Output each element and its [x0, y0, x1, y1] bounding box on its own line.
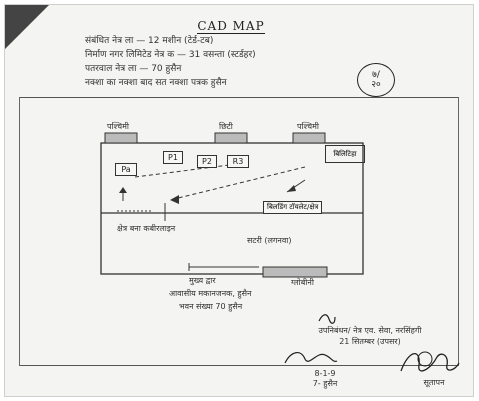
- left-area-label: क्षेत्र बना कबीरलाइन: [117, 224, 176, 233]
- arrow-head-2: [170, 195, 179, 204]
- top-block-3: [292, 132, 326, 144]
- left-signature: [284, 352, 338, 364]
- house-number-label: भवन संख्या 70 हुसैन: [179, 302, 243, 311]
- document-page: CAD MAP संबंधित नेत्र ला — 12 मशीन (टेर्…: [4, 4, 474, 397]
- office-stamp: उपनिबंधन/ नेत्र एव. सेवा, नरसिंहगी 21 सि…: [295, 325, 445, 347]
- residence-label: आवासीय मकानजनक, हुसैन: [169, 289, 252, 298]
- top-label-3: पश्चिमी: [297, 122, 319, 131]
- box-pa: Pa: [115, 163, 137, 176]
- page-title: CAD MAP: [197, 19, 265, 34]
- circled-stamp-text: ७/ २०: [371, 70, 381, 90]
- box-p2: P2: [197, 155, 217, 168]
- top-label-1: पश्चिमी: [107, 122, 129, 131]
- right-margin-line: [458, 97, 459, 366]
- header-line-3: पतरवाल नेत्र ला — 70 हुसैन: [85, 64, 182, 74]
- folded-corner: [5, 5, 49, 49]
- top-block-1: [104, 132, 138, 144]
- bottom-block: [262, 266, 328, 278]
- store-label: बिलडिंग टॉयलेट/क्षेत्र: [263, 201, 323, 214]
- bottom-rule: [19, 365, 459, 366]
- box-p1: P1: [163, 151, 183, 164]
- arrow-path-2: [169, 166, 306, 201]
- right-signature: [400, 351, 460, 372]
- left-sign-date: 8-1-9: [314, 369, 336, 378]
- office-line-1: उपनिबंधन/ नेत्र एव. सेवा, नरसिंहगी: [318, 326, 422, 335]
- bottom-right-label: ग्लोबीनी: [291, 278, 314, 287]
- arrow-path-1: [134, 162, 246, 178]
- header-line-1: संबंधित नेत्र ला — 12 मशीन (टेर्ड-टब): [85, 36, 214, 46]
- main-gate-label: मुख्य द्वार: [189, 276, 216, 285]
- arrow-head-3: [287, 185, 296, 192]
- circled-stamp: ७/ २०: [357, 63, 395, 97]
- header-line-4: नक्शा का नक्शा बाद सत नक्शा पत्रक हुसैन: [85, 78, 227, 88]
- top-label-2: छिटी: [219, 122, 233, 131]
- top-right-box: बिलिटिहा: [325, 145, 365, 163]
- box-r3: R3: [227, 155, 249, 168]
- up-arrow-head: [119, 187, 127, 193]
- office-line-2: 21 सितम्बर (उपसर): [339, 337, 401, 346]
- header-line-2: निर्माण नगर लिमिटेड नेत्र क — 31 वसन्ता …: [85, 50, 256, 60]
- top-rule: [19, 97, 459, 98]
- right-sign-text: सूतापन: [423, 378, 445, 387]
- left-sign-place: 7- हुसैन: [312, 379, 338, 388]
- site-plan: [100, 132, 364, 278]
- title-wrap: CAD MAP: [171, 15, 291, 34]
- left-margin-line: [19, 97, 20, 366]
- center-area-label: सटरी (लगनवा): [247, 236, 292, 245]
- left-sign-text: 8-1-9 7- हुसैन: [295, 369, 355, 389]
- sign-mark: [318, 314, 336, 324]
- top-block-2: [214, 132, 248, 144]
